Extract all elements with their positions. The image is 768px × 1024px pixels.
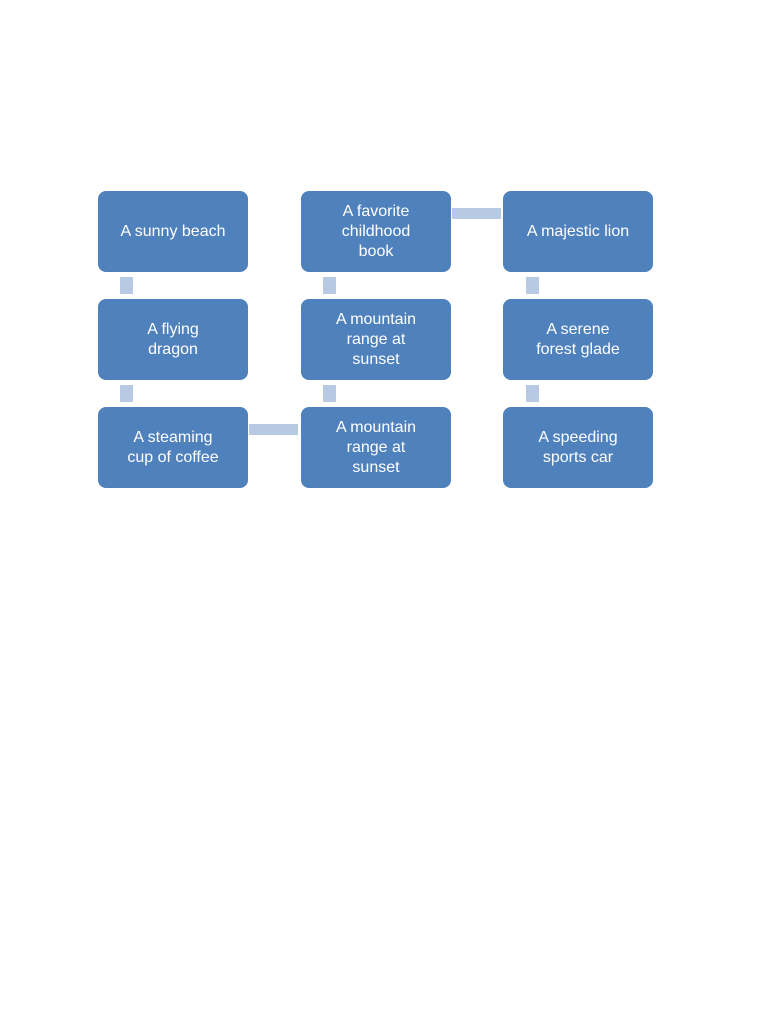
process-box-label: A serene forest glade [536, 320, 620, 358]
process-box-label: A favorite childhood book [341, 202, 411, 260]
process-box-r3c3[interactable]: A speeding sports car [503, 407, 653, 488]
process-box-r3c1[interactable]: A steaming cup of coffee [98, 407, 248, 488]
process-box-r1c3[interactable]: A majestic lion [503, 191, 653, 272]
process-box-r2c1[interactable]: A flying dragon [98, 299, 248, 380]
process-box-label: A majestic lion [526, 222, 630, 240]
process-box-r3c2[interactable]: A mountain range at sunset [301, 407, 451, 488]
process-box-r1c2[interactable]: A favorite childhood book [301, 191, 451, 272]
connector-r3c1-r3c2 [249, 424, 298, 435]
connector-r1c2-r2c2 [323, 277, 336, 294]
process-box-label: A mountain range at sunset [335, 310, 417, 368]
connector-r1c2-r1c3 [452, 208, 501, 219]
process-box-label: A flying dragon [147, 320, 199, 358]
process-box-r1c1[interactable]: A sunny beach [98, 191, 248, 272]
process-box-label: A sunny beach [120, 222, 226, 240]
process-box-label: A speeding sports car [538, 428, 618, 466]
connector-r2c3-r3c3 [526, 385, 539, 402]
process-box-r2c2[interactable]: A mountain range at sunset [301, 299, 451, 380]
connector-r1c1-r2c1 [120, 277, 133, 294]
connector-r1c3-r2c3 [526, 277, 539, 294]
process-box-label: A steaming cup of coffee [127, 428, 219, 466]
process-box-label: A mountain range at sunset [335, 418, 417, 476]
process-box-r2c3[interactable]: A serene forest glade [503, 299, 653, 380]
connector-r2c2-r3c2 [323, 385, 336, 402]
connector-r2c1-r3c1 [120, 385, 133, 402]
